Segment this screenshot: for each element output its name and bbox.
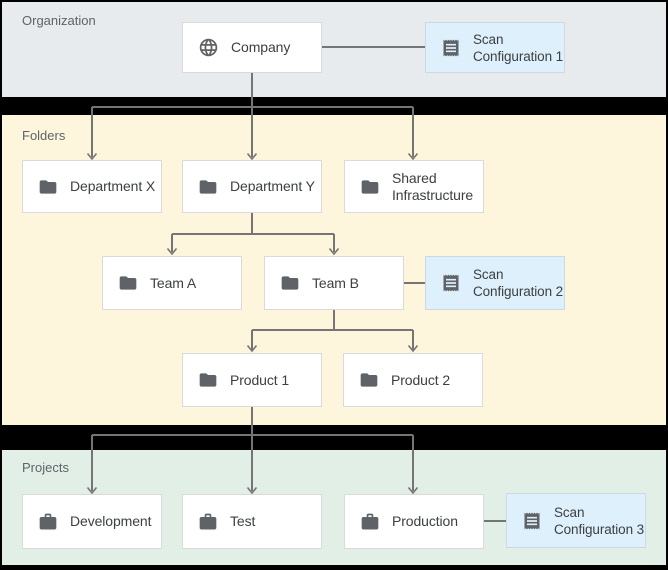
divider-bar-bottom (0, 425, 668, 450)
node-product-2: Product 2 (343, 353, 483, 407)
node-team-a: Team A (102, 256, 242, 310)
node-scan-configuration-2: Scan Configuration 2 (425, 256, 565, 310)
receipt-icon (522, 511, 542, 531)
node-scan-configuration-3: Scan Configuration 3 (506, 493, 646, 548)
folders-section-label: Folders (22, 128, 66, 143)
briefcase-icon (38, 512, 58, 532)
projects-section-label: Projects (22, 460, 69, 475)
folder-icon (360, 177, 380, 197)
node-label: Team B (312, 274, 359, 291)
folder-icon (198, 370, 218, 390)
node-label: Shared Infrastructure (392, 169, 474, 203)
node-label: Team A (150, 274, 197, 291)
node-test: Test (182, 494, 322, 549)
node-department-x: Department X (22, 160, 162, 213)
folder-icon (280, 273, 300, 293)
receipt-icon (441, 38, 461, 58)
organization-section-label: Organization (22, 13, 96, 28)
node-company: Company (182, 22, 322, 73)
node-label: Product 1 (230, 371, 290, 388)
receipt-icon (441, 273, 461, 293)
node-team-b: Team B (264, 256, 404, 310)
folder-icon (359, 370, 379, 390)
node-label: Department X (70, 178, 156, 194)
globe-icon (198, 37, 219, 58)
node-label: Development (70, 513, 152, 529)
node-label: Company (231, 39, 291, 55)
briefcase-icon (198, 512, 218, 532)
node-label: Production (392, 513, 458, 529)
node-label: Scan Configuration 3 (554, 504, 645, 537)
node-product-1: Product 1 (182, 353, 322, 407)
node-scan-configuration-1: Scan Configuration 1 (425, 22, 565, 73)
node-department-y: Department Y (182, 160, 322, 213)
folder-icon (38, 177, 58, 197)
node-shared-infrastructure: Shared Infrastructure (344, 160, 484, 213)
folder-icon (118, 273, 138, 293)
folder-icon (198, 177, 218, 197)
node-development: Development (22, 494, 162, 549)
node-label: Scan Configuration 1 (473, 31, 564, 64)
node-label: Scan Configuration 2 (473, 267, 564, 299)
node-production: Production (344, 494, 484, 549)
node-label: Test (230, 513, 256, 529)
node-label: Department Y (230, 178, 315, 194)
briefcase-icon (360, 512, 380, 532)
node-label: Product 2 (391, 371, 451, 388)
